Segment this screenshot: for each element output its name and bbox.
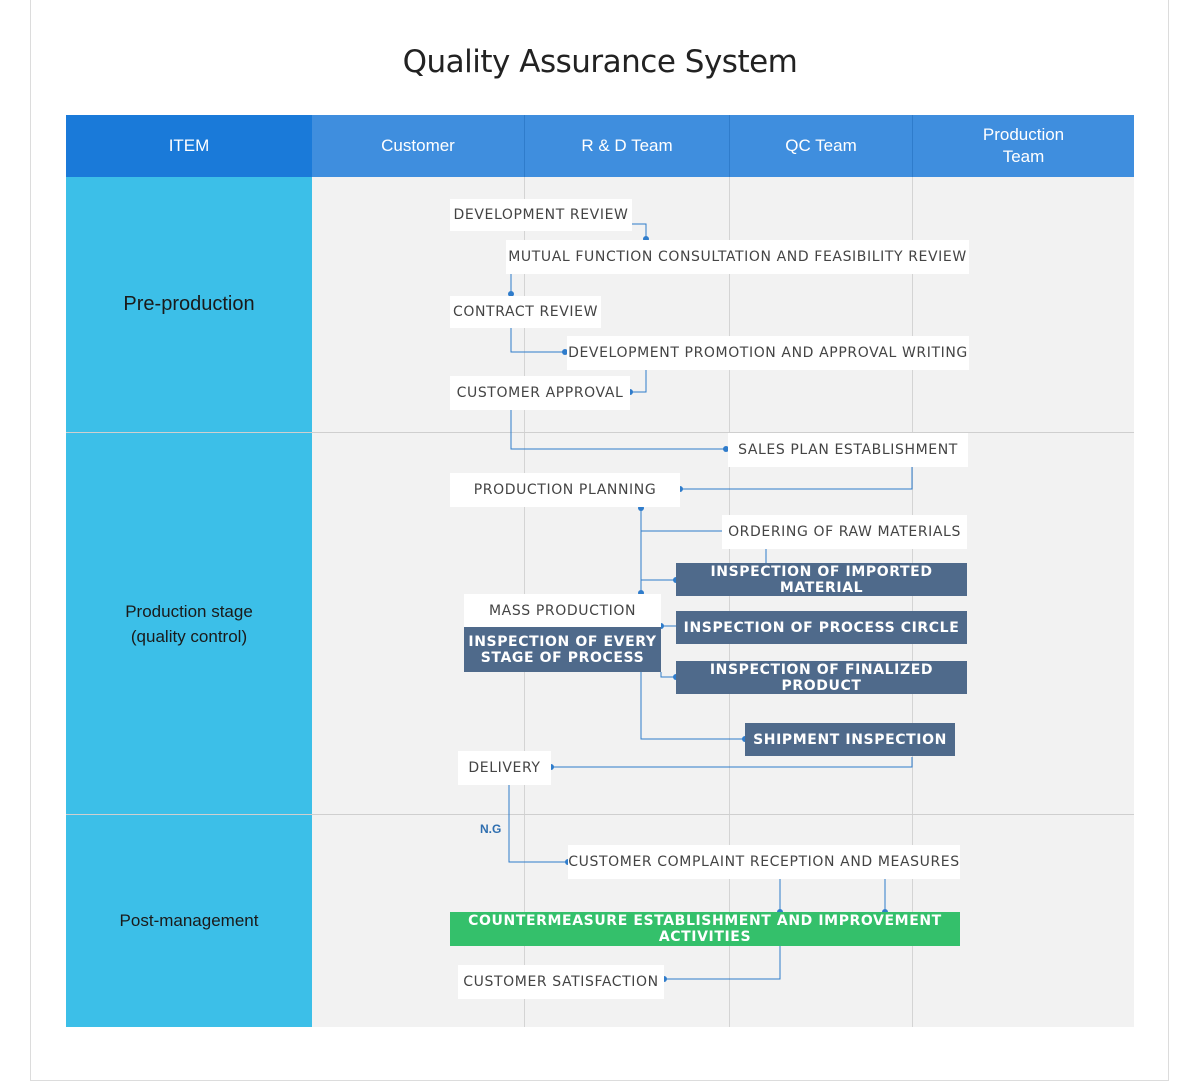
item-column bbox=[66, 177, 312, 1027]
step-inspection-imported-material: INSPECTION OF IMPORTED MATERIAL bbox=[676, 563, 967, 596]
content-area bbox=[312, 177, 1134, 1027]
step-ordering-raw-materials: ORDERING OF RAW MATERIALS bbox=[722, 515, 967, 549]
header-rd-team: R & D Team bbox=[524, 115, 729, 177]
step-customer-complaint: CUSTOMER COMPLAINT RECEPTION AND MEASURE… bbox=[568, 845, 960, 879]
stage-production-sublabel: (quality control) bbox=[130, 626, 248, 646]
header-production-team: Production Team bbox=[912, 115, 1134, 177]
step-customer-satisfaction: CUSTOMER SATISFACTION bbox=[458, 965, 664, 999]
lane-divider-rd bbox=[729, 177, 730, 1027]
step-contract-review: CONTRACT REVIEW bbox=[450, 296, 601, 328]
step-production-planning: PRODUCTION PLANNING bbox=[450, 473, 680, 507]
stage-divider-2 bbox=[66, 814, 1134, 815]
stage-pre-production-label: Pre-production bbox=[123, 293, 255, 315]
lane-divider-qc bbox=[912, 177, 913, 1027]
step-inspection-process-circle: INSPECTION OF PROCESS CIRCLE bbox=[676, 611, 967, 644]
stage-post-management: Post-management bbox=[66, 815, 312, 1027]
stage-production: Production stage (quality control) bbox=[66, 433, 312, 814]
step-sales-plan-establishment: SALES PLAN ESTABLISHMENT bbox=[728, 433, 968, 467]
step-mutual-function-consultation: MUTUAL FUNCTION CONSULTATION AND FEASIBI… bbox=[506, 240, 969, 274]
diagram-frame bbox=[30, 0, 1169, 1081]
step-inspection-finalized-product: INSPECTION OF FINALIZED PRODUCT bbox=[676, 661, 967, 694]
stage-pre-production: Pre-production bbox=[66, 177, 312, 432]
step-inspection-every-stage: INSPECTION OF EVERY STAGE OF PROCESS bbox=[464, 627, 661, 672]
page-title: Quality Assurance System bbox=[402, 44, 798, 80]
step-customer-approval: CUSTOMER APPROVAL bbox=[450, 376, 630, 410]
step-inspection-every-stage-line2: STAGE OF PROCESS bbox=[480, 649, 645, 666]
stage-production-label: Production stage bbox=[125, 601, 253, 621]
ng-label: N.G bbox=[480, 822, 502, 836]
step-delivery: DELIVERY bbox=[458, 751, 551, 785]
step-inspection-every-stage-line1: INSPECTION OF EVERY bbox=[468, 633, 657, 650]
header-qc-team: QC Team bbox=[729, 115, 912, 177]
header-customer: Customer bbox=[312, 115, 524, 177]
stage-post-management-label: Post-management bbox=[119, 911, 259, 930]
step-shipment-inspection: SHIPMENT INSPECTION bbox=[745, 723, 955, 756]
step-development-promotion: DEVELOPMENT PROMOTION AND APPROVAL WRITI… bbox=[567, 336, 969, 370]
step-development-review: DEVELOPMENT REVIEW bbox=[450, 199, 632, 231]
header-item: ITEM bbox=[66, 115, 312, 177]
step-countermeasure-establishment: COUNTERMEASURE ESTABLISHMENT AND IMPROVE… bbox=[450, 912, 960, 946]
step-mass-production: MASS PRODUCTION bbox=[464, 594, 661, 627]
stage-divider-1 bbox=[66, 432, 1134, 433]
